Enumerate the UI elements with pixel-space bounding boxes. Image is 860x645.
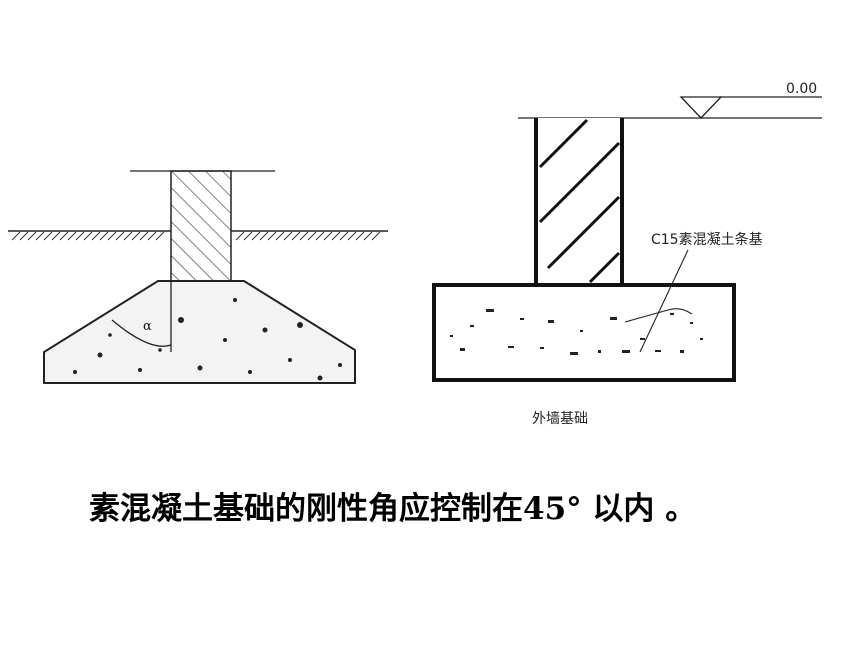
- strip-footing: [432, 283, 736, 382]
- brick-wall-left: [170, 170, 232, 282]
- wall-hatching: [538, 118, 621, 284]
- footing-aggregate: [450, 309, 703, 355]
- callout-label: C15素混凝土条基: [651, 231, 763, 248]
- right-diagram-title: 外墙基础: [532, 410, 588, 427]
- caption-text: 素混凝土基础的刚性角应控制在45° 以内 。: [89, 491, 697, 527]
- soil-hatching: [11, 231, 381, 241]
- outer-wall: [536, 118, 622, 285]
- concrete-footing-trapezoid: [43, 280, 356, 384]
- elevation-label: 0.00: [786, 81, 817, 97]
- callout-leader-line: [624, 249, 693, 353]
- right-foundation-diagram: 0.00: [432, 81, 822, 427]
- concrete-aggregate: [73, 298, 342, 381]
- elevation-triangle-icon: [679, 96, 723, 119]
- angle-arc: [111, 319, 172, 347]
- left-foundation-diagram: α: [8, 170, 388, 384]
- angle-alpha-label: α: [143, 319, 152, 334]
